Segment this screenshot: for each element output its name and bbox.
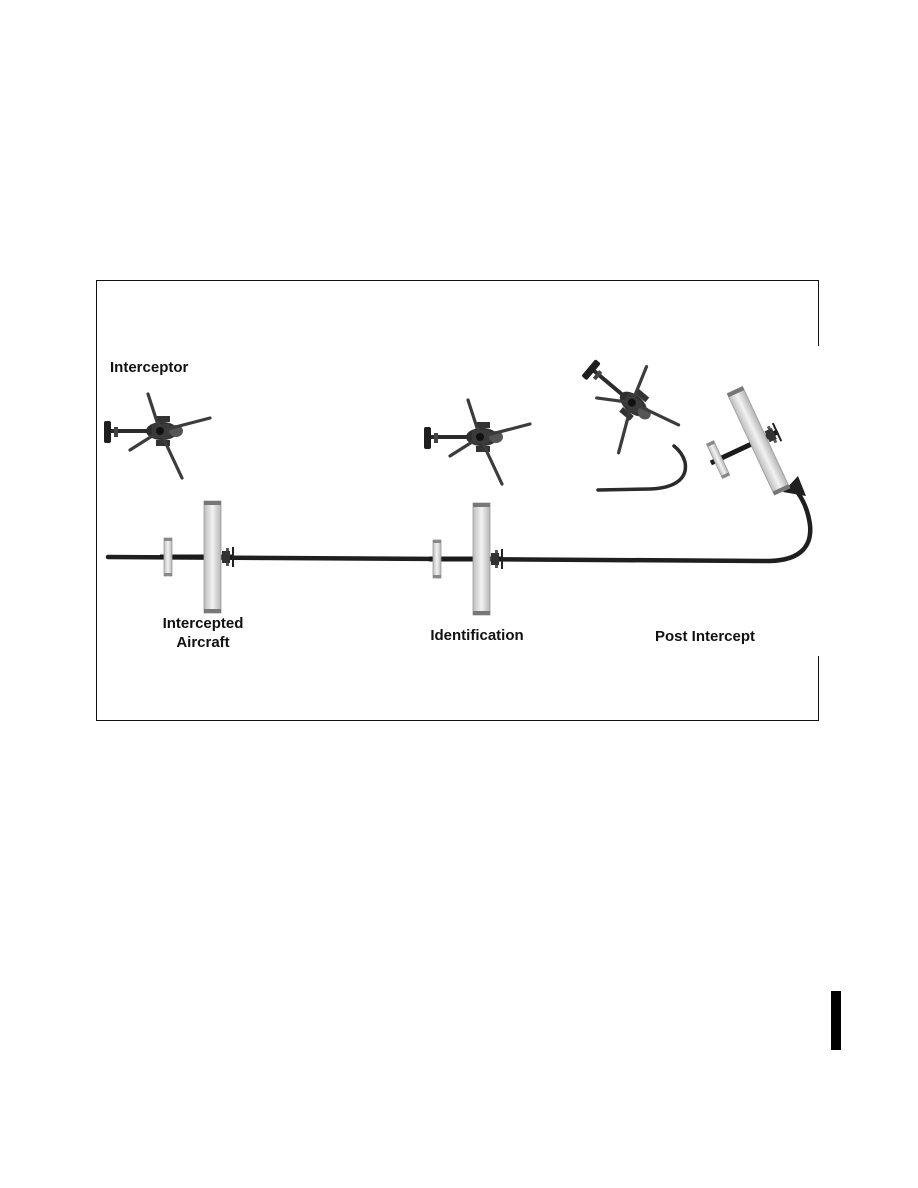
intercepted-aircraft-label: Intercepted Aircraft	[162, 615, 244, 651]
flight-path	[105, 490, 813, 564]
interceptor-label: Interceptor	[110, 359, 189, 376]
page-tab-marker	[831, 991, 841, 1050]
arrowhead-icon	[783, 476, 806, 496]
airplane-icon	[428, 502, 504, 616]
figure-frame	[96, 280, 819, 721]
identification-label: Identification	[430, 627, 524, 644]
airplane-icon	[159, 500, 235, 614]
post-intercept-label: Post Intercept	[654, 628, 756, 645]
airplane-icon	[686, 380, 803, 515]
break-away-path	[596, 444, 688, 492]
helicopter-icon	[102, 392, 212, 480]
helicopter-icon	[557, 336, 696, 473]
helicopter-icon	[422, 398, 532, 486]
frame-break	[815, 346, 823, 656]
